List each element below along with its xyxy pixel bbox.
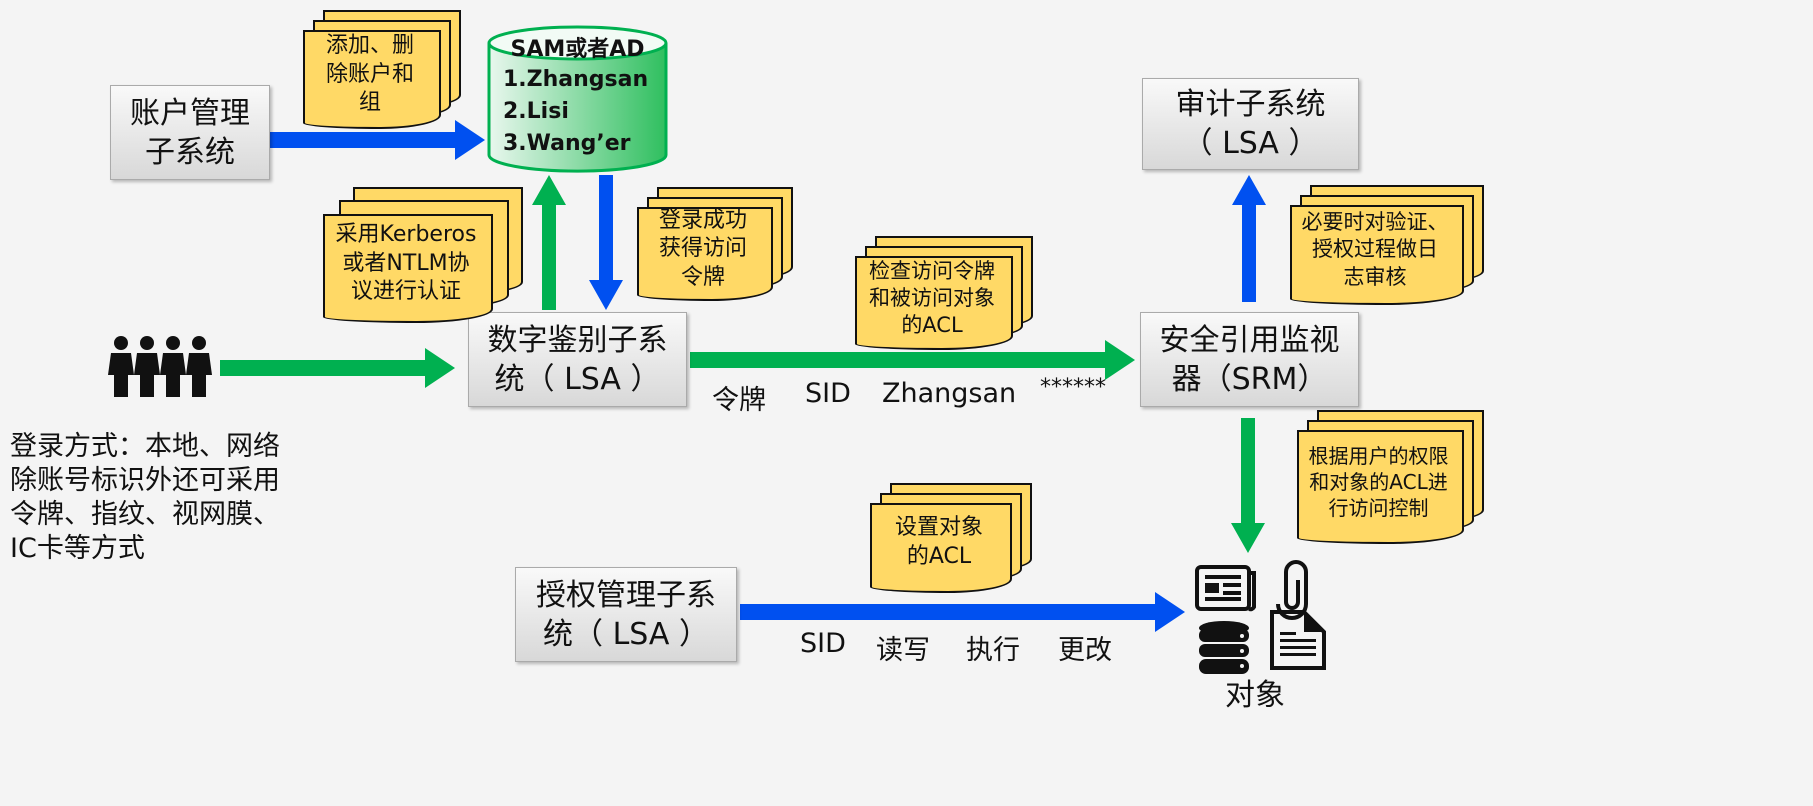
audit-subsystem-box: 审计子系统 （ LSA ） [1142,78,1359,170]
paperclip-icon [1276,560,1308,620]
token-label: ****** [1040,375,1106,400]
note-token: 登录成功 获得访问 令牌 [637,187,793,301]
token-label: SID [805,378,851,409]
database-entry: 3.Wang’er [503,131,631,156]
arrow-srm-to-audit [1232,175,1266,302]
acl-label: 读写 [876,635,930,666]
newspaper-icon [1195,565,1256,612]
token-label: Zhangsan [882,378,1017,409]
arrow-db-to-auth [589,175,623,310]
document-icon [1270,610,1326,670]
account-management-box: 账户管理 子系统 [110,85,270,180]
users-icon [108,336,212,397]
arrow-auth-to-srm [690,340,1135,380]
acl-label: 更改 [1058,635,1112,666]
security-reference-monitor-box: 安全引用监视 器（SRM） [1140,312,1359,407]
note-audit: 必要时对验证、 授权过程做日 志审核 [1290,185,1484,305]
database-entry: 1.Zhangsan [503,67,649,92]
token-label: 令牌 [712,385,766,416]
database-icon [1199,621,1249,674]
arrow-authz-to-objects [740,592,1185,632]
authentication-subsystem-box: 数字鉴别子系 统（ LSA ） [468,312,687,407]
arrow-user-to-auth [220,348,455,388]
acl-label: 执行 [966,635,1020,666]
database-entry: 2.Lisi [503,99,569,124]
sam-ad-database: SAM或者AD 1.Zhangsan 2.Lisi 3.Wang’er [487,25,668,173]
note-kerberos: 采用Kerberos 或者NTLM协 议进行认证 [323,187,523,323]
note-check-acl: 检查访问令牌 和被访问对象 的ACL [855,236,1033,350]
acl-label: SID [800,628,846,659]
note-set-acl: 设置对象 的ACL [870,483,1032,593]
note-add-delete: 添加、删 除账户和 组 [303,10,461,129]
database-title: SAM或者AD [510,37,645,62]
authorization-management-box: 授权管理子系 统（ LSA ） [515,567,737,662]
arrow-account-to-db [270,120,485,160]
login-text-line: 除账号标识外还可采用 [10,465,280,496]
login-text-line: 令牌、指纹、视网膜、 [10,499,280,530]
database-cylinder-icon [487,25,668,173]
login-text-line: IC卡等方式 [10,533,145,564]
note-access-control: 根据用户的权限 和对象的ACL进 行访问控制 [1297,410,1484,544]
arrow-auth-to-db [532,175,566,310]
arrow-srm-to-objects [1231,418,1265,553]
objects-label: 对象 [1225,678,1285,713]
login-text-line: 登录方式：本地、网络 [10,431,280,462]
